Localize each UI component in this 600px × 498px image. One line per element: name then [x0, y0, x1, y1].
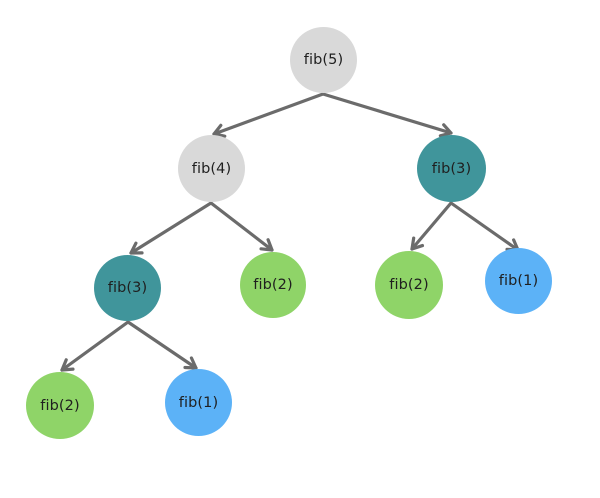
edge-arrow [129, 201, 213, 255]
edge-arrow [60, 320, 130, 372]
node-fib-3-left: fib(3) [94, 255, 161, 321]
node-label: fib(2) [40, 397, 80, 414]
node-fib-1-right: fib(1) [485, 248, 552, 314]
node-label: fib(3) [107, 280, 148, 296]
node-fib-4: fib(4) [178, 135, 245, 202]
edge-arrow [321, 92, 453, 138]
edge-arrow [212, 92, 325, 138]
node-fib-3-right: fib(3) [417, 135, 486, 202]
edge-arrow [126, 320, 198, 370]
node-fib-2-left: fib(2) [26, 372, 94, 439]
node-label: fib(5) [303, 52, 344, 68]
node-fib-1-left: fib(1) [165, 369, 232, 436]
arrowhead [410, 236, 425, 251]
node-label: fib(1) [498, 273, 539, 289]
edge-arrow [209, 201, 274, 252]
node-fib-2-right: fib(2) [375, 251, 443, 319]
arrowhead [129, 241, 144, 255]
edge-arrow [410, 201, 453, 251]
node-fib-5: fib(5) [290, 27, 357, 93]
arrowhead [438, 123, 453, 138]
node-fib-2-mid: fib(2) [240, 252, 306, 318]
node-label: fib(3) [431, 160, 472, 177]
node-label: fib(1) [178, 394, 219, 411]
node-label: fib(4) [191, 160, 232, 177]
edge-arrow [449, 201, 520, 252]
arrowhead [259, 238, 274, 252]
node-label: fib(2) [389, 277, 429, 293]
arrowhead [60, 358, 75, 372]
arrowhead [183, 356, 198, 370]
node-label: fib(2) [253, 277, 293, 293]
